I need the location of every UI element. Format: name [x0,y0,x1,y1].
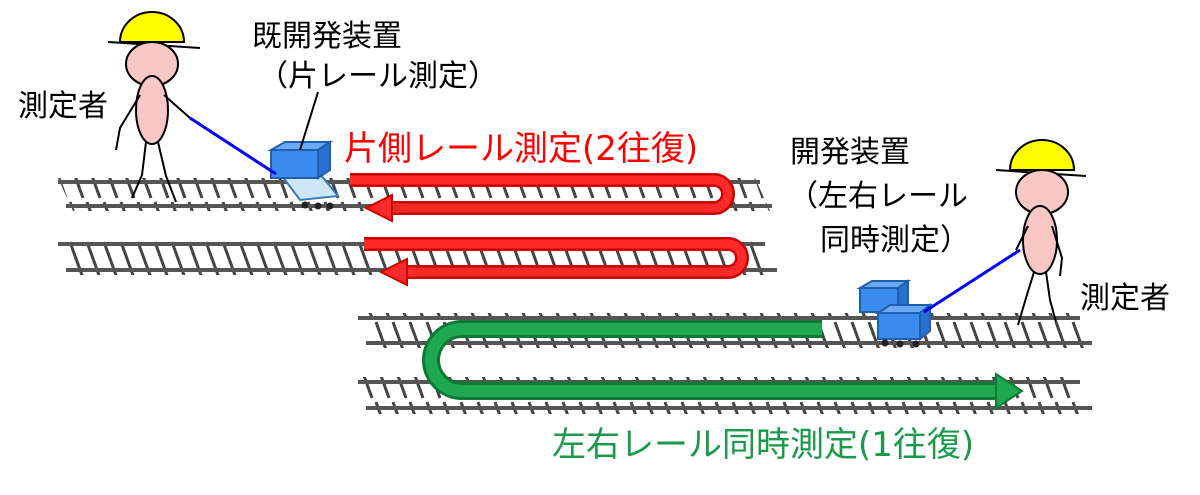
existing-device [267,140,340,210]
operator-right-figure [923,139,1087,326]
new-device-label-3: 同時測定） [820,223,970,258]
red-arrow-2 [364,237,749,287]
existing-device-label-2: （片レール測定） [258,59,498,94]
one-side-measure-label: 片側レール測定(2往復) [344,129,699,169]
red-arrow-1 [350,173,735,223]
new-device [856,279,933,348]
leader-line [299,91,319,151]
operator-right-label: 測定者 [1080,281,1170,316]
green-arrow [422,320,1024,410]
operator-left-figure [107,11,277,203]
both-sides-measure-label: 左右レール同時測定(1往復) [552,425,975,465]
new-device-label-2: （左右レール [788,179,968,214]
operator-left-label: 測定者 [18,89,108,124]
new-device-label-1: 開発装置 [790,135,910,170]
existing-device-label-1: 既開発装置 [252,19,402,54]
